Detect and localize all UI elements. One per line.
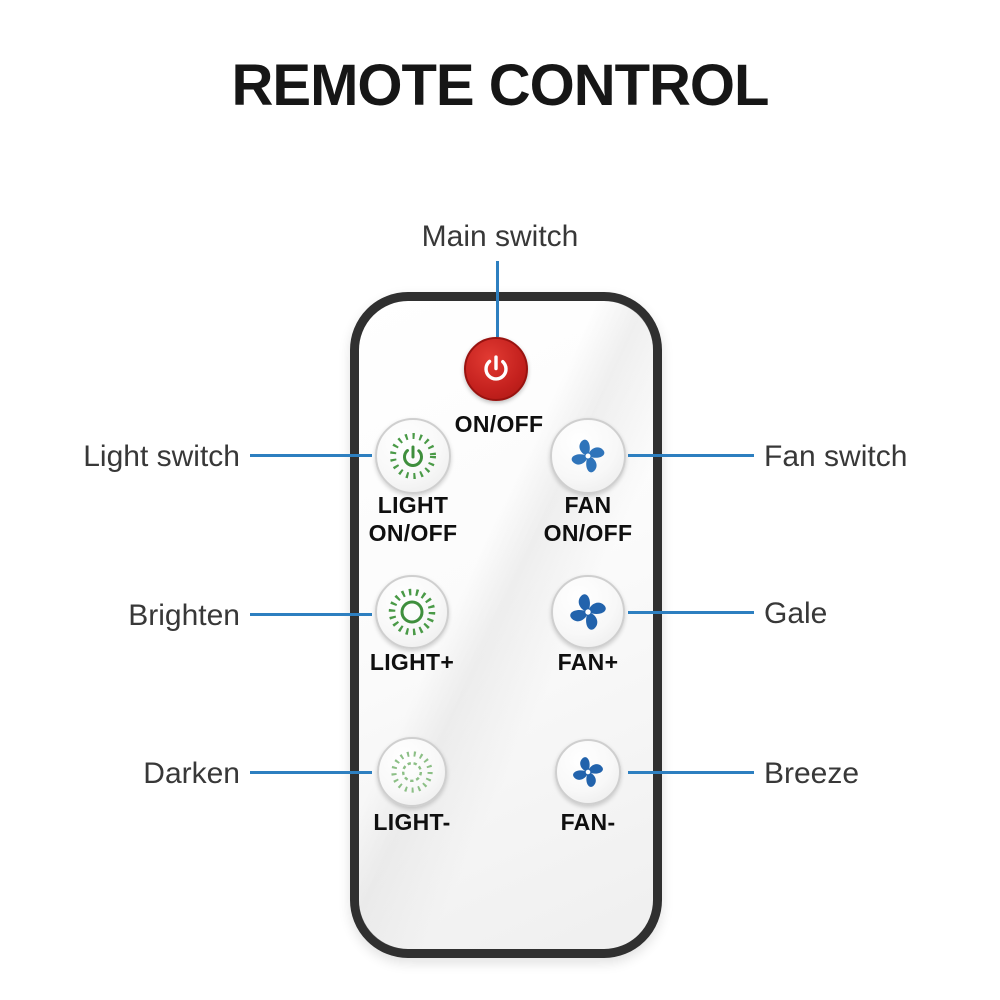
callout-line-darken (250, 771, 372, 774)
callout-line-breeze (628, 771, 754, 774)
light-onoff-button[interactable] (375, 418, 451, 494)
fan-plus-label: FAN+ (557, 649, 619, 675)
fan-minus-button[interactable] (555, 739, 621, 805)
fan-icon (565, 433, 611, 479)
annotation-fan-switch: Fan switch (764, 440, 908, 473)
light-power-icon (385, 428, 441, 484)
annotation-breeze: Breeze (764, 757, 860, 790)
light-minus-label: LIGHT- (373, 809, 451, 835)
fan-plus-button[interactable] (551, 575, 625, 649)
annotation-main-switch: Main switch (421, 220, 579, 253)
light-minus-icon (386, 746, 438, 798)
light-plus-label: LIGHT+ (369, 649, 455, 675)
light-minus-button[interactable] (377, 737, 447, 807)
page-title: REMOTE CONTROL (231, 53, 770, 118)
fan-onoff-label: FAN ON/OFF (543, 492, 633, 546)
callout-line-gale (628, 611, 754, 614)
main-power-label: ON/OFF (454, 411, 544, 437)
callout-line-brighten (250, 613, 372, 616)
light-onoff-label: LIGHT ON/OFF (368, 492, 458, 546)
callout-line-fan-switch (628, 454, 754, 457)
fan-minus-label: FAN- (560, 809, 616, 835)
main-power-button[interactable] (464, 337, 528, 401)
callout-line-main-switch (496, 261, 499, 337)
annotation-darken: Darken (143, 757, 240, 790)
fan-minus-icon (567, 751, 609, 793)
fan-plus-icon (563, 587, 613, 637)
light-plus-icon (384, 584, 440, 640)
callout-line-light-switch (250, 454, 372, 457)
fan-onoff-button[interactable] (550, 418, 626, 494)
annotation-light-switch: Light switch (83, 440, 240, 473)
power-icon (477, 350, 515, 388)
annotation-brighten: Brighten (128, 599, 240, 632)
light-plus-button[interactable] (375, 575, 449, 649)
annotation-gale: Gale (764, 597, 828, 630)
